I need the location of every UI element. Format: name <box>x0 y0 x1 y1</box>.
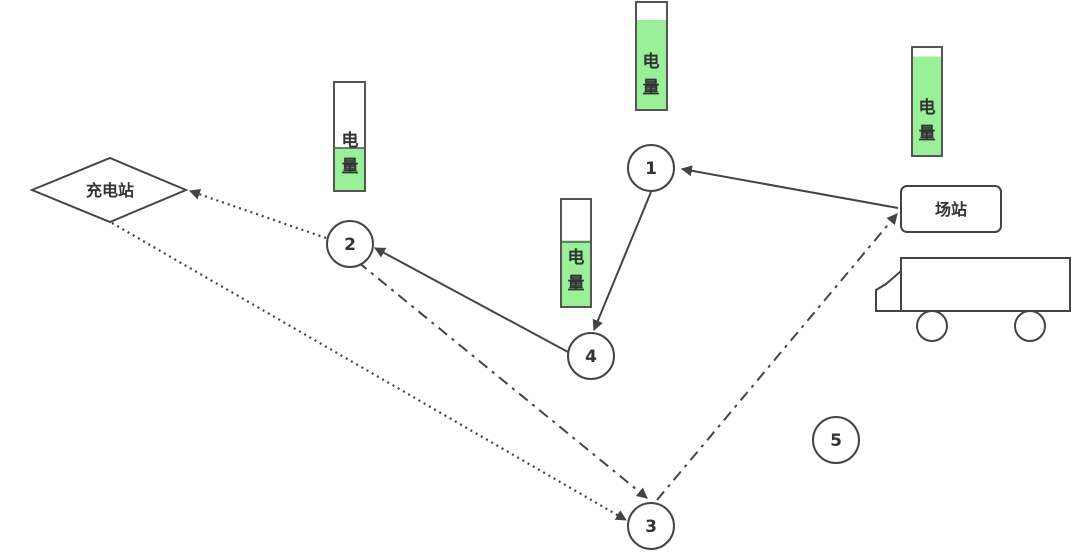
node-3-label: 3 <box>645 517 657 537</box>
battery-3-label-top: 电 <box>568 247 585 268</box>
edges <box>111 165 899 521</box>
edge-depot-to-1 <box>680 165 899 209</box>
battery-1-label-bottom: 量 <box>643 77 660 98</box>
edge-2-to-charging-station <box>188 189 327 240</box>
nodes: 1 2 3 4 5 <box>326 144 860 550</box>
edge-charging-station-to-3 <box>111 222 627 521</box>
node-4-label: 4 <box>585 347 597 367</box>
edge-4-to-2 <box>374 247 569 353</box>
battery-3: 电 量 <box>560 198 592 308</box>
battery-2: 电 量 <box>333 81 366 192</box>
charging-station: 充电站 <box>29 156 189 224</box>
node-5: 5 <box>812 416 860 464</box>
node-2-label: 2 <box>344 235 356 255</box>
battery-1-label-top: 电 <box>643 51 660 72</box>
battery-2-label-bottom: 量 <box>342 156 359 177</box>
truck-front-wheel <box>916 310 948 342</box>
battery-2-level <box>335 147 364 190</box>
battery-2-label-top: 电 <box>342 130 359 151</box>
node-1-label: 1 <box>645 159 657 179</box>
battery-4: 电 量 <box>911 46 943 157</box>
battery-1-level <box>637 19 666 109</box>
depot-label: 场站 <box>935 200 967 219</box>
node-1: 1 <box>627 144 675 192</box>
node-4: 4 <box>567 332 615 380</box>
depot-box <box>900 185 1002 233</box>
edge-3-to-depot <box>656 213 898 501</box>
node-5-label: 5 <box>830 431 842 451</box>
node-2: 2 <box>326 220 374 268</box>
battery-4-level <box>913 56 941 156</box>
depot: 场站 <box>900 185 1002 233</box>
battery-3-label-bottom: 量 <box>568 273 585 294</box>
battery-1: 电 量 <box>635 1 668 111</box>
node-3: 3 <box>627 502 675 550</box>
battery-gauges: 电 量 电 量 电 量 电 量 <box>333 1 943 308</box>
truck-rear-wheel <box>1014 310 1046 342</box>
battery-3-level <box>562 240 590 306</box>
truck-cab <box>875 268 902 312</box>
truck-icon <box>875 257 1071 342</box>
battery-4-label-bottom: 量 <box>919 123 936 144</box>
battery-4-label-top: 电 <box>919 97 936 118</box>
edge-2-to-3 <box>357 261 648 499</box>
charging-station-diamond <box>29 156 189 224</box>
edge-1-to-4 <box>592 191 652 332</box>
truck-cargo-box <box>900 257 1071 312</box>
charging-station-label: 充电站 <box>86 181 134 200</box>
